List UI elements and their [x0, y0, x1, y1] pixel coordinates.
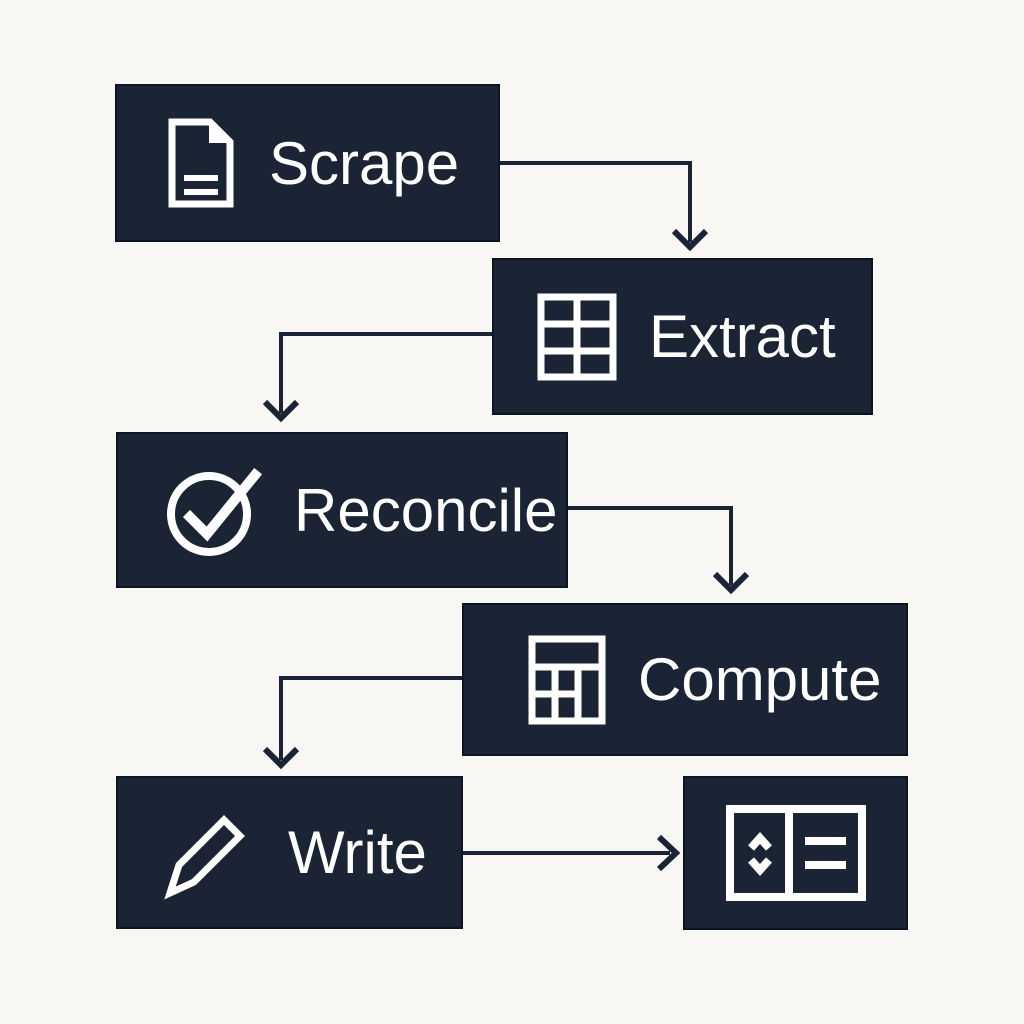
node-scrape: Scrape	[115, 84, 500, 242]
node-extract: Extract	[492, 258, 873, 415]
calculator-icon	[528, 635, 606, 725]
report-icon	[725, 805, 866, 901]
pencil-icon	[160, 805, 256, 901]
node-label: Scrape	[269, 129, 460, 197]
node-label: Compute	[638, 646, 882, 713]
arrow-reconcile-compute	[568, 506, 750, 595]
table-icon	[537, 293, 617, 381]
node-label: Reconcile	[294, 476, 558, 544]
node-write: Write	[116, 776, 463, 929]
node-label: Write	[288, 819, 427, 886]
document-icon	[165, 118, 237, 208]
node-reconcile: Reconcile	[116, 432, 568, 588]
arrow-write-output	[463, 834, 681, 872]
arrow-scrape-extract	[500, 161, 709, 252]
node-output	[683, 776, 908, 930]
node-compute: Compute	[462, 603, 908, 756]
arrow-compute-write	[262, 676, 462, 770]
arrow-extract-reconcile	[262, 332, 492, 423]
check-circle-icon	[164, 464, 262, 556]
node-label: Extract	[649, 303, 836, 370]
